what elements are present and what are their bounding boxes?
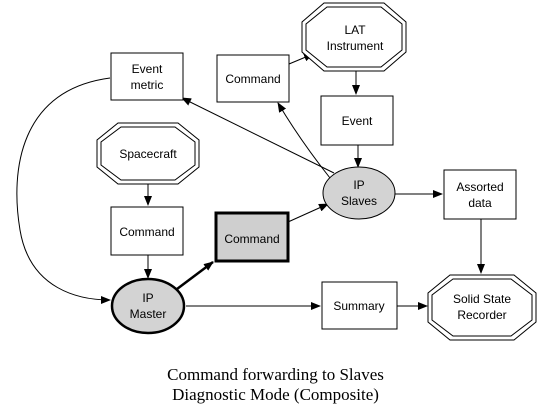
flow-diagram: LAT Instrument Command Event metric Even… (16, 2, 537, 341)
node-command-mid: Command (110, 206, 184, 256)
node-event-metric-label-2: metric (131, 78, 164, 92)
caption-line-1: Command forwarding to Slaves (167, 365, 384, 384)
node-event: Event (320, 95, 394, 146)
edge-event-metric-to-master (16, 77, 111, 304)
node-lat-instrument: LAT Instrument (301, 2, 407, 72)
node-assorted-data-label-2: data (468, 196, 492, 210)
caption-line-2: Diagnostic Mode (Composite) (172, 385, 379, 404)
node-event-metric-label-1: Event (132, 62, 163, 76)
node-spacecraft: Spacecraft (96, 122, 200, 185)
node-ip-master-label-2: Master (130, 307, 167, 321)
node-ip-master-label-1: IP (142, 291, 153, 305)
edge-slaves-to-event-metric (181, 97, 335, 174)
node-command-top: Command (216, 54, 290, 103)
node-command-top-label: Command (225, 72, 280, 86)
edge-slaves-to-command (277, 102, 331, 179)
edge-highlight-to-slaves (287, 203, 329, 223)
node-assorted-data-label-1: Assorted (456, 180, 503, 194)
node-ip-master: IP Master (110, 277, 186, 335)
node-solid-state-recorder-label-1: Solid State (453, 292, 511, 306)
node-lat-instrument-label-2: Instrument (327, 39, 384, 53)
node-command-highlight-label: Command (224, 232, 279, 246)
node-event-label: Event (342, 114, 373, 128)
node-ip-slaves-label-1: IP (353, 178, 364, 192)
node-solid-state-recorder: Solid State Recorder (427, 274, 537, 341)
node-lat-instrument-label-1: LAT (344, 23, 366, 37)
edge-master-to-highlight (176, 261, 214, 290)
node-ip-slaves: IP Slaves (322, 166, 396, 220)
node-command-highlight: Command (214, 211, 290, 263)
edges (16, 53, 485, 310)
node-summary-label: Summary (333, 299, 384, 313)
node-assorted-data: Assorted data (443, 169, 517, 220)
node-solid-state-recorder-label-2: Recorder (457, 308, 506, 322)
node-spacecraft-label: Spacecraft (119, 147, 177, 161)
node-event-metric: Event metric (110, 52, 184, 101)
node-ip-slaves-label-2: Slaves (341, 194, 377, 208)
node-summary: Summary (321, 281, 398, 330)
node-command-mid-label: Command (119, 225, 174, 239)
